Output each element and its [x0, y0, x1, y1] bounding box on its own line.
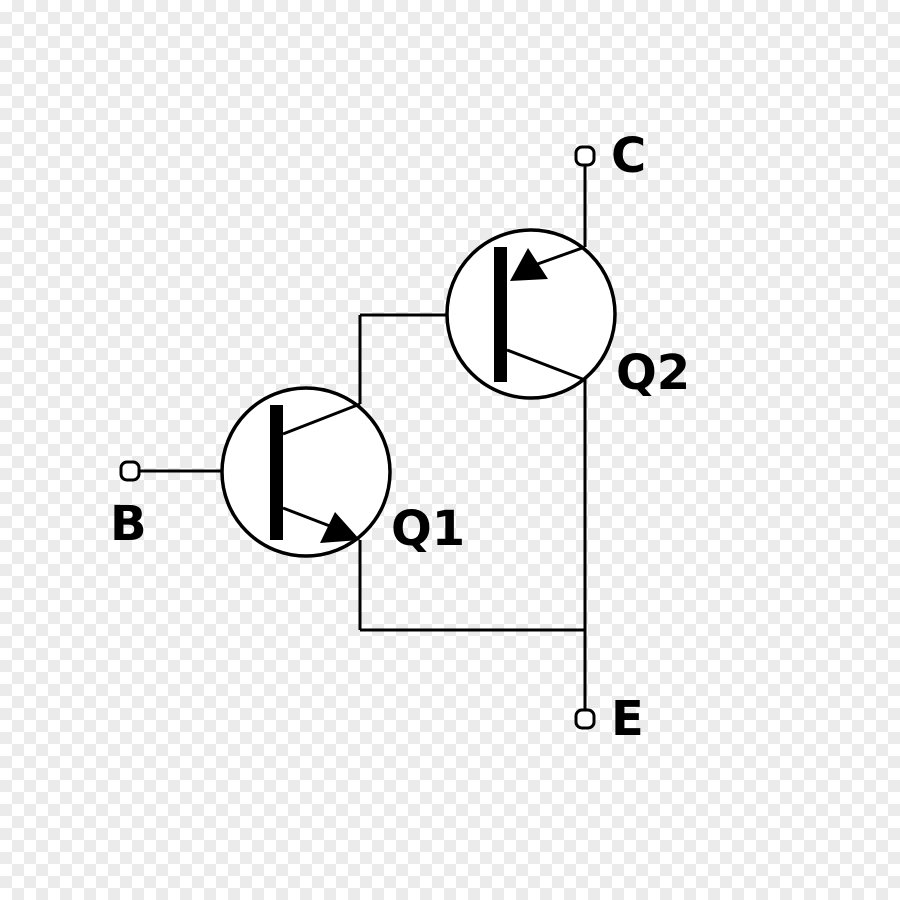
emitter-terminal	[574, 708, 596, 730]
base-terminal	[119, 460, 141, 482]
transistor-q2	[445, 228, 617, 400]
q1-base-bar	[270, 405, 283, 540]
q1-collector-leg	[282, 402, 361, 436]
q2-base-bar	[494, 247, 507, 382]
q2-label: Q2	[616, 345, 690, 401]
q2-collector-arrow	[510, 248, 548, 281]
terminals	[119, 145, 596, 730]
emitter-label: E	[611, 691, 644, 747]
q2-body-circle	[445, 228, 617, 400]
collector-label: C	[611, 128, 646, 184]
transistor-q1	[220, 386, 392, 558]
labels: C B E Q1 Q2	[110, 128, 690, 747]
q2-collector-leg	[531, 245, 586, 268]
wires	[138, 166, 587, 711]
collector-terminal	[574, 145, 596, 167]
q1-body-circle	[220, 386, 392, 558]
q2-emitter-leg	[506, 348, 586, 382]
q1-label: Q1	[391, 501, 465, 557]
q1-emitter-leg	[282, 506, 336, 530]
q1-emitter-arrow	[320, 512, 360, 543]
base-label: B	[110, 496, 147, 552]
